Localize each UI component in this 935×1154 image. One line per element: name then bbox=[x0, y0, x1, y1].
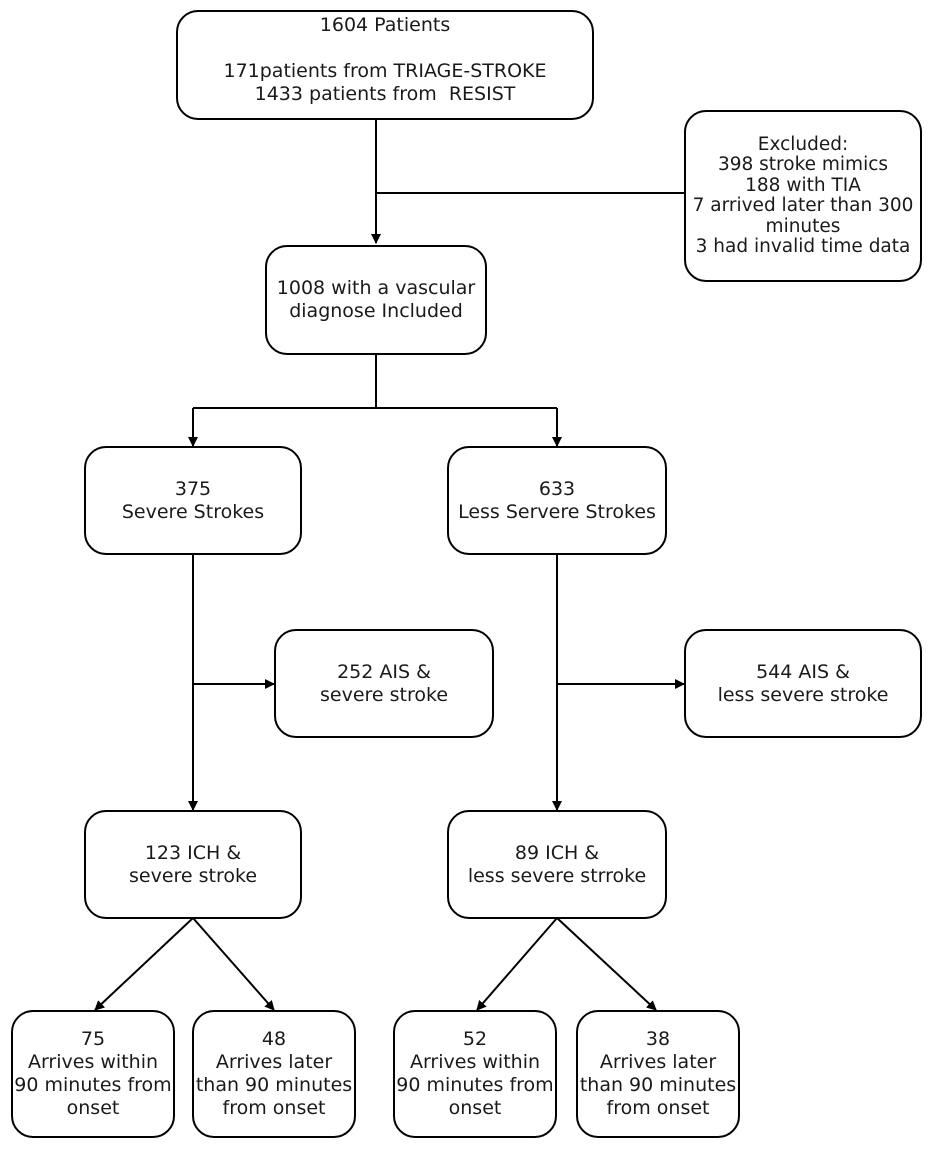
node-line: 252 AIS & bbox=[337, 660, 431, 683]
node-line: Less Servere Strokes bbox=[458, 500, 656, 523]
connector-ich-less-to-later bbox=[556, 917, 657, 1011]
node-line: less severe stroke bbox=[717, 683, 889, 706]
node-line: 1008 with a vascular bbox=[276, 277, 476, 299]
node-line: than 90 minutes bbox=[195, 1074, 353, 1096]
connector-ich-severe-to-later bbox=[192, 917, 275, 1011]
node-line: 52 bbox=[462, 1028, 488, 1050]
node-line: 90 minutes from bbox=[14, 1074, 172, 1096]
node-line: from onset bbox=[222, 1097, 326, 1119]
node-line: 1433 patients from RESIST bbox=[254, 83, 516, 105]
node-line: minutes bbox=[765, 215, 841, 237]
ich-severe-box: 123 ICH &severe stroke bbox=[84, 810, 302, 919]
total-patients-box: 1604 Patients 171patients from TRIAGE-STR… bbox=[176, 10, 594, 120]
node-line: 7 arrived later than 300 bbox=[692, 195, 914, 216]
node-line: 38 bbox=[645, 1028, 671, 1050]
node-line: 398 stroke mimics bbox=[717, 154, 889, 175]
node-line: from onset bbox=[606, 1097, 710, 1119]
node-line: Arrives later bbox=[215, 1051, 333, 1073]
node-line: 89 ICH & bbox=[514, 841, 600, 864]
ais-less-severe-box: 544 AIS &less severe stroke bbox=[684, 629, 922, 738]
ais-severe-box: 252 AIS &severe stroke bbox=[274, 629, 494, 738]
node-line: 171patients from TRIAGE-STROKE bbox=[223, 60, 547, 82]
node-line: 3 had invalid time data bbox=[695, 236, 911, 257]
node-line: onset bbox=[66, 1097, 120, 1119]
node-line: Excluded: bbox=[757, 133, 849, 155]
node-line: than 90 minutes bbox=[579, 1074, 737, 1096]
node-line: 123 ICH & bbox=[144, 841, 242, 864]
node-line: 48 bbox=[261, 1028, 287, 1050]
node-line: 544 AIS & bbox=[756, 660, 850, 683]
node-line: severe stroke bbox=[319, 683, 449, 706]
node-line: Arrives later bbox=[599, 1051, 717, 1073]
connector-ich-less-to-within bbox=[476, 917, 558, 1011]
node-line: Severe Strokes bbox=[121, 500, 265, 523]
node-line: 90 minutes from bbox=[396, 1074, 554, 1096]
node-line: 375 bbox=[174, 477, 212, 500]
node-line: Arrives within bbox=[27, 1051, 159, 1073]
node-line: onset bbox=[448, 1097, 502, 1119]
node-line: 1604 Patients bbox=[319, 14, 451, 36]
node-line: severe stroke bbox=[128, 864, 258, 887]
node-line: 633 bbox=[538, 477, 576, 500]
node-line: Arrives within bbox=[409, 1051, 541, 1073]
node-line: less severe strroke bbox=[467, 864, 647, 887]
ich-less-severe-box: 89 ICH &less severe strroke bbox=[447, 810, 667, 919]
node-line: 75 bbox=[80, 1028, 106, 1050]
node-line: 188 with TIA bbox=[745, 174, 861, 196]
node-line: diagnose Included bbox=[289, 300, 463, 322]
connector-ich-severe-to-within bbox=[94, 917, 194, 1011]
